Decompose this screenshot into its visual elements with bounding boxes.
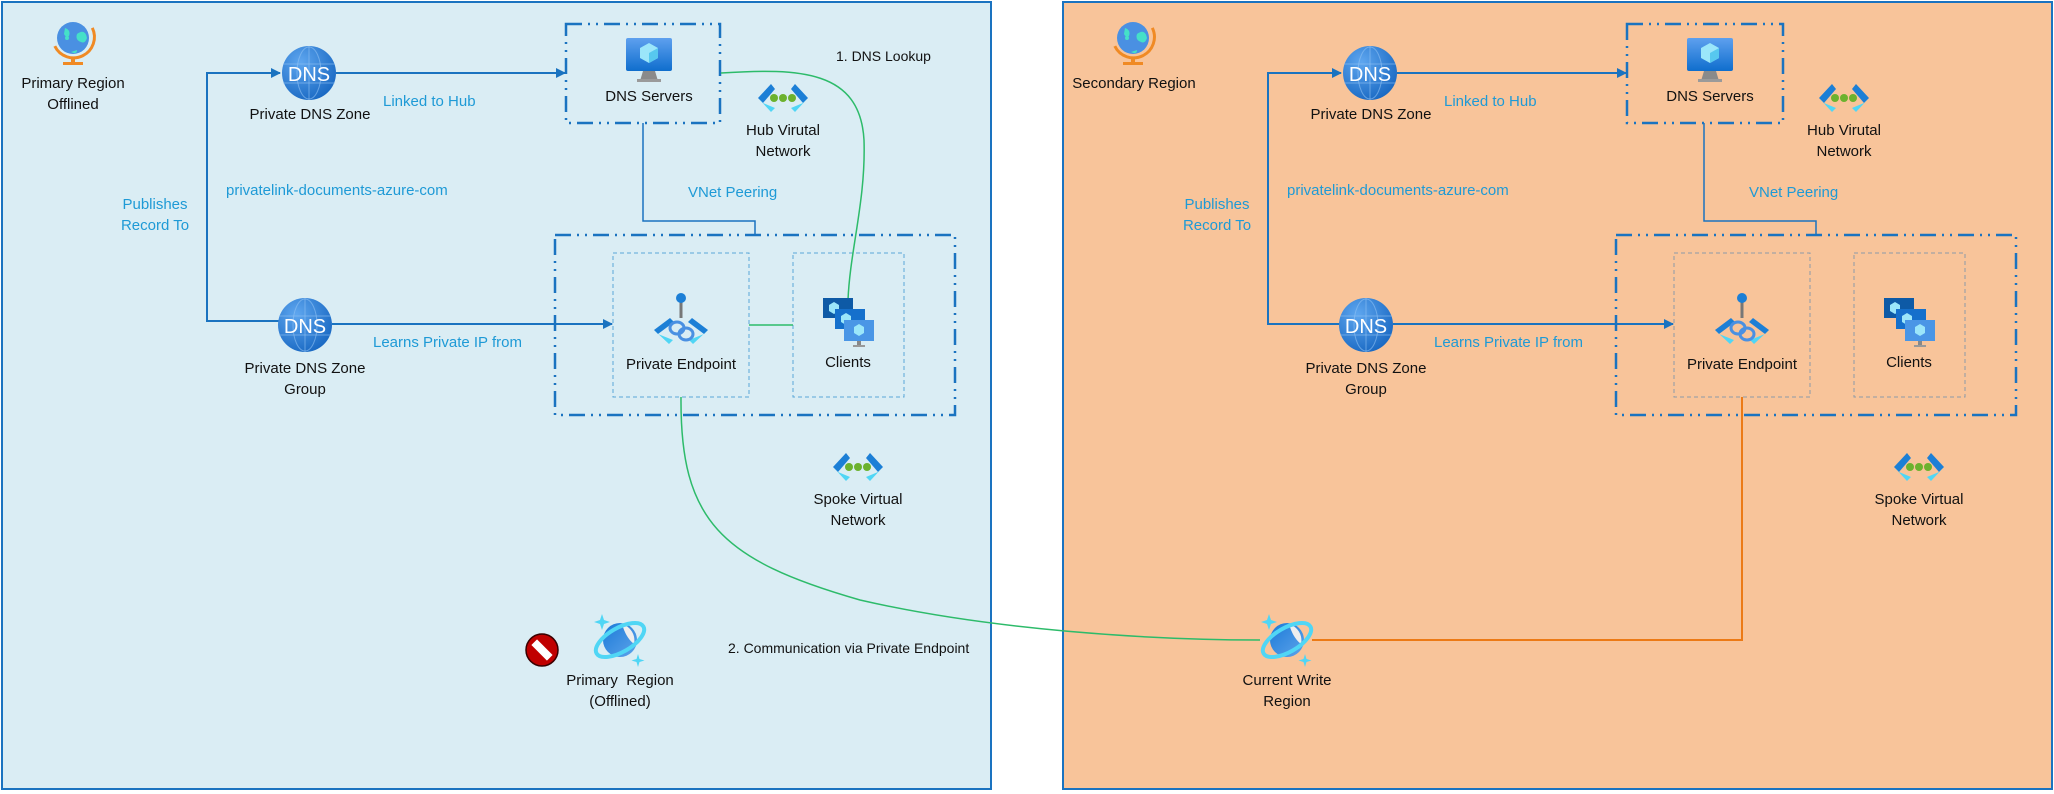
private-endpoint-boundary bbox=[612, 252, 750, 398]
hub-vnet-label: Hub Virutal Network bbox=[746, 120, 820, 162]
dns-servers-label: DNS Servers bbox=[1666, 88, 1754, 105]
dns-zone-group-line: Group bbox=[284, 381, 326, 398]
spoke-vnet-line: Spoke Virtual bbox=[813, 491, 903, 508]
dns-icon-text: DNS bbox=[288, 64, 330, 86]
primary-region-panel bbox=[1, 1, 992, 790]
spoke-virtual-network-icon bbox=[1894, 453, 1944, 481]
private-dns-zone-label: Private DNS Zone bbox=[249, 106, 371, 123]
private-endpoint-icon bbox=[1713, 291, 1771, 346]
dns-zone-group-label: Private DNS Zone Group bbox=[1306, 358, 1427, 400]
dns-zone-group-label: Private DNS Zone Group bbox=[245, 358, 366, 400]
communication-step-label: 2. Communication via Private Endpoint bbox=[728, 640, 970, 656]
spoke-vnet-boundary bbox=[553, 233, 957, 417]
dns-server-icon bbox=[1687, 38, 1733, 82]
clients-boundary bbox=[1853, 252, 1966, 398]
cosmos-db-write-region-icon bbox=[1255, 612, 1319, 669]
spoke-virtual-network-icon bbox=[833, 453, 883, 481]
dns-zone-group-line: Private DNS Zone bbox=[244, 360, 366, 377]
primary-region-diagram: DNS DNS bbox=[51, 16, 1261, 669]
spoke-vnet-line: Network bbox=[830, 512, 886, 529]
clients-icon bbox=[1884, 298, 1935, 347]
globe-icon bbox=[1111, 16, 1160, 67]
hub-virtual-network-icon bbox=[1819, 84, 1869, 112]
spoke-vnet-line: Spoke Virtual bbox=[1874, 491, 1964, 508]
clients-label: Clients bbox=[825, 354, 871, 371]
vnet-peering-connector bbox=[642, 123, 756, 235]
dns-icon-text: DNS bbox=[1349, 64, 1391, 86]
spoke-vnet-line: Network bbox=[1891, 512, 1947, 529]
write-region-line: Region bbox=[1263, 693, 1311, 710]
publishes-record-connector bbox=[1267, 68, 1367, 325]
write-region-label: Current Write Region bbox=[1243, 670, 1332, 712]
private-endpoint-boundary bbox=[1673, 252, 1811, 398]
linked-to-hub-label: Linked to Hub bbox=[1444, 93, 1537, 110]
primary-cosmos-line: (Offlined) bbox=[589, 693, 651, 710]
primary-cosmos-line: Primary Region bbox=[566, 672, 674, 689]
publishes-line: Record To bbox=[120, 217, 190, 234]
primary-region-title: Primary Region Offlined bbox=[21, 73, 124, 115]
dns-lookup-path bbox=[720, 70, 865, 301]
private-endpoint-icon bbox=[652, 291, 710, 346]
private-endpoint-label: Private Endpoint bbox=[625, 356, 737, 373]
secondary-region-panel bbox=[1062, 1, 2053, 790]
region-title-line: Primary Region bbox=[21, 75, 125, 92]
zone-name-label: privatelink-documents-azure-com bbox=[1287, 182, 1509, 199]
learns-private-ip-label: Learns Private IP from bbox=[373, 334, 522, 351]
globe-icon bbox=[51, 16, 100, 67]
hub-vnet-label: Hub Virutal Network bbox=[1807, 120, 1881, 162]
dns-server-icon bbox=[626, 38, 672, 82]
publishes-record-label: Publishes Record To bbox=[121, 194, 189, 236]
offline-no-entry-icon bbox=[525, 633, 559, 667]
spoke-vnet-label: Spoke Virtual Network bbox=[814, 489, 903, 531]
dns-servers-label: DNS Servers bbox=[605, 88, 693, 105]
hub-dns-server-boundary bbox=[564, 22, 722, 125]
dns-zone-group-line: Group bbox=[1345, 381, 1387, 398]
write-region-line: Current Write bbox=[1242, 672, 1332, 689]
hub-vnet-line: Network bbox=[755, 143, 811, 160]
dns-zone-group-line: Private DNS Zone bbox=[1305, 360, 1427, 377]
hub-vnet-line: Hub Virutal bbox=[1807, 122, 1881, 139]
secondary-region-diagram: DNS DNS bbox=[1111, 16, 2018, 669]
clients-icon bbox=[823, 298, 874, 347]
clients-label: Clients bbox=[1886, 354, 1932, 371]
cosmos-db-primary-icon bbox=[588, 612, 652, 669]
write-region-path bbox=[1312, 397, 1743, 641]
vnet-peering-connector bbox=[1703, 123, 1817, 235]
publishes-line: Publishes bbox=[1184, 196, 1250, 213]
communication-path bbox=[680, 396, 1261, 641]
publishes-line: Record To bbox=[1182, 217, 1252, 234]
hub-dns-server-boundary bbox=[1625, 22, 1785, 125]
spoke-vnet-boundary bbox=[1614, 233, 2018, 417]
private-dns-zone-label: Private DNS Zone bbox=[1310, 106, 1432, 123]
zone-name-label: privatelink-documents-azure-com bbox=[226, 182, 448, 199]
learns-private-ip-label: Learns Private IP from bbox=[1434, 334, 1583, 351]
hub-virtual-network-icon bbox=[758, 84, 808, 112]
dns-lookup-step-label: 1. DNS Lookup bbox=[836, 48, 931, 64]
vnet-peering-label: VNet Peering bbox=[688, 184, 778, 201]
publishes-record-connector bbox=[206, 68, 306, 322]
secondary-region-title: Secondary Region bbox=[1072, 75, 1196, 92]
hub-vnet-line: Hub Virutal bbox=[746, 122, 820, 139]
region-title-line: Offlined bbox=[47, 96, 99, 113]
vnet-peering-label: VNet Peering bbox=[1749, 184, 1839, 201]
publishes-record-label: Publishes Record To bbox=[1183, 194, 1251, 236]
spoke-vnet-label: Spoke Virtual Network bbox=[1875, 489, 1964, 531]
linked-to-hub-label: Linked to Hub bbox=[383, 93, 476, 110]
hub-vnet-line: Network bbox=[1816, 143, 1872, 160]
dns-icon-text: DNS bbox=[1345, 316, 1387, 338]
private-endpoint-label: Private Endpoint bbox=[1686, 356, 1798, 373]
dns-icon-text: DNS bbox=[284, 316, 326, 338]
primary-cosmos-label: Primary Region (Offlined) bbox=[566, 670, 674, 712]
publishes-line: Publishes bbox=[122, 196, 188, 213]
